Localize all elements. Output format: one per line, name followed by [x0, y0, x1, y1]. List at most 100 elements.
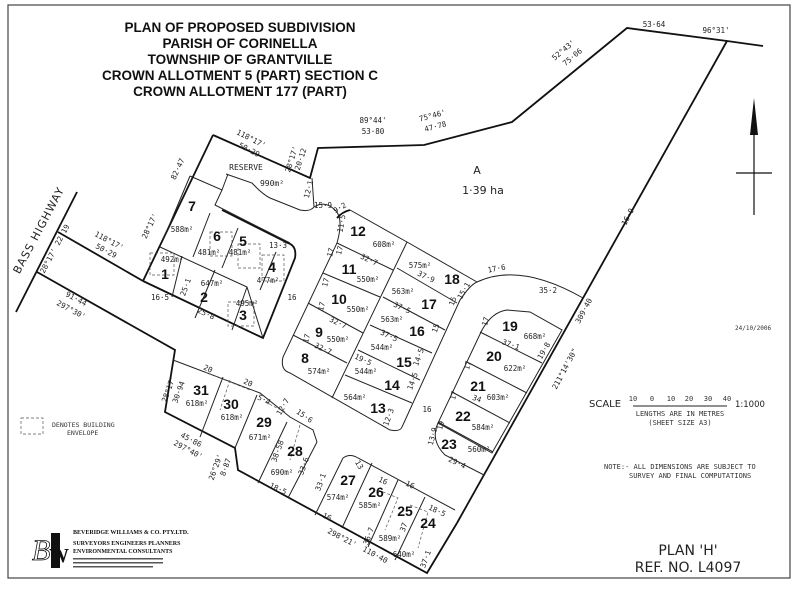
dimension-label: 82·47	[169, 157, 187, 181]
dimension-label: 9·2	[332, 201, 348, 216]
dimension-label: 17	[320, 277, 331, 288]
dimension-label: 15	[447, 295, 459, 307]
lot-number: 19	[502, 318, 518, 334]
lot-area: 690m²	[271, 468, 294, 477]
scale-tick: 10	[667, 395, 675, 403]
plan-name: PLAN 'H'	[658, 543, 717, 559]
lot-area: 550m²	[327, 335, 350, 344]
dimension-label: 38·58	[270, 439, 286, 464]
dimension-label: 53·80	[362, 127, 385, 136]
dimension-label: 34	[471, 393, 483, 405]
dimension-label: 18·5	[268, 481, 288, 497]
dimension-label: 37·1	[501, 337, 521, 352]
dimension-label: 17	[462, 360, 473, 371]
lot-area: 550m²	[357, 275, 380, 284]
lot-area: 560m²	[468, 445, 491, 454]
scale-tick: 0	[650, 395, 654, 403]
dimension-label: 19	[435, 420, 446, 431]
dimension-label: 35·2	[539, 286, 557, 295]
boundary-line	[57, 231, 144, 282]
dimension-label: 96°31'	[702, 26, 729, 35]
dimension-label: 37·5	[392, 300, 412, 316]
lot-number: 26	[368, 484, 384, 500]
lot-area: 574m²	[327, 493, 350, 502]
lot-area: 575m²	[409, 261, 432, 270]
dimension-label: 29·4	[447, 455, 468, 471]
lot-area: 563m²	[381, 315, 404, 324]
lot-area: 647m²	[201, 279, 224, 288]
lot-area: 584m²	[472, 423, 495, 432]
reserve-area: 990m²	[260, 179, 284, 188]
dimension-label: 16	[422, 405, 432, 414]
dimension-label: 89°44'	[359, 116, 386, 125]
dimension-label: 17·6	[487, 262, 507, 274]
lot-number: 23	[441, 436, 457, 452]
dimension-label: 17	[316, 301, 327, 312]
lot-area: 564m²	[344, 393, 367, 402]
scale-tick: 20	[685, 395, 693, 403]
lot-number: 15	[396, 354, 412, 370]
lots-layer: 1492m²2647m²3495m²4477m²5481m²6481m²7588…	[161, 198, 547, 559]
lot-number: 30	[223, 396, 239, 412]
dimension-label: 13	[353, 459, 365, 471]
title-line: PARISH OF CORINELLA	[163, 36, 318, 51]
lot-number: 28	[287, 443, 303, 459]
area-a-size: 1·39 ha	[462, 184, 504, 197]
dimension-label: 16	[404, 479, 416, 491]
lot-number: 11	[342, 261, 357, 277]
dimension-label: 298°21'	[326, 526, 358, 549]
lot-number: 17	[421, 296, 437, 312]
lot-number: 6	[213, 228, 221, 244]
dimension-label: 17	[325, 247, 336, 258]
lot-number: 3	[239, 307, 247, 323]
lot-number: 12	[350, 223, 366, 239]
lot-area: 544m²	[371, 343, 394, 352]
plan-date: 24/10/2006	[735, 325, 772, 332]
west-block	[142, 173, 315, 340]
lot-area: 618m²	[186, 399, 209, 408]
area-a-label: A	[473, 164, 481, 177]
dimension-label: 16	[377, 475, 389, 487]
dimension-label: 110·40	[361, 544, 390, 565]
dimension-label: 211°14'30"	[550, 347, 579, 391]
lot-dividers	[172, 242, 543, 561]
lot-area: 481m²	[198, 248, 221, 257]
lot-number: 24	[420, 515, 436, 531]
dimension-label: 20	[242, 377, 254, 389]
dimension-label: 16·9	[620, 207, 636, 227]
lot-area: 544m²	[355, 367, 378, 376]
lot-number: 5	[239, 233, 247, 249]
scale-note: LENGTHS ARE IN METRES	[636, 410, 725, 418]
lot-number: 14	[384, 377, 400, 393]
lot-number: 4	[268, 259, 276, 275]
lot-number: 22	[455, 408, 471, 424]
lot-number: 21	[470, 378, 486, 394]
dimension-label: 16·5	[151, 293, 169, 302]
lot-number: 8	[301, 350, 309, 366]
lot-area: 550m²	[347, 305, 370, 314]
scale-tick: 40	[723, 395, 731, 403]
lot-number: 7	[188, 198, 196, 214]
dimension-label: 25·8	[196, 306, 217, 322]
lot-number: 25	[397, 503, 413, 519]
dimension-label: 33·1	[313, 472, 328, 492]
building-envelope-icon	[20, 417, 44, 435]
dimension-label: 16	[321, 511, 333, 523]
dimension-label: 53·64	[643, 20, 666, 29]
dimension-label: 37·9	[416, 269, 436, 285]
lot-area: 495m²	[236, 299, 259, 308]
bass-highway-line	[15, 191, 78, 313]
title-line: PLAN OF PROPOSED SUBDIVISION	[124, 20, 355, 35]
company-logo: B W BEVERIDGE WILLIAMS & CO. PTY.LTD. SU…	[32, 530, 189, 568]
boundary-line	[212, 27, 764, 180]
lot-area: 622m²	[504, 364, 527, 373]
legend: DENOTES BUILDING ENVELOPE	[20, 417, 115, 437]
lot-number: 9	[315, 324, 323, 340]
lot-number: 16	[409, 323, 425, 339]
sheet-border	[7, 4, 791, 579]
company-tagline: ENVIRONMENTAL CONSULTANTS	[73, 549, 173, 555]
scale-label: SCALE	[589, 399, 621, 410]
scale-note: (SHEET SIZE A3)	[648, 419, 711, 427]
lot-number: 1	[161, 266, 169, 282]
